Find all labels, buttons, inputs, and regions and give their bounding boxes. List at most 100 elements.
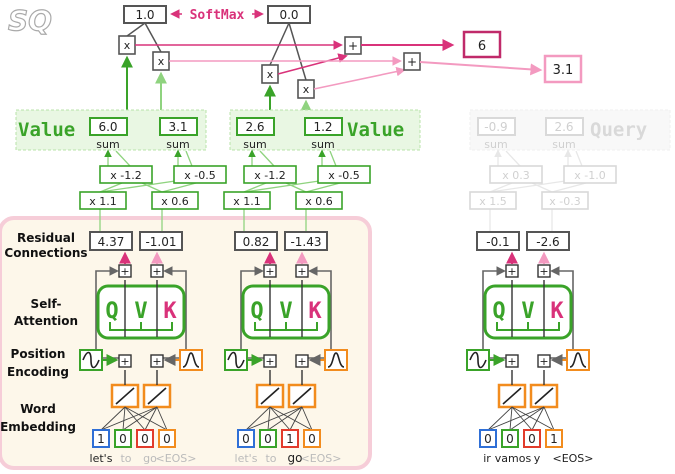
result-main-box	[462, 30, 502, 59]
svg-text:x: x	[158, 55, 165, 68]
input-word: to	[120, 452, 131, 465]
one-hot-value: 0	[506, 432, 514, 446]
residual-box	[89, 231, 133, 251]
add-node	[537, 354, 551, 368]
weight-box	[489, 165, 543, 184]
one-hot-box	[114, 429, 132, 448]
svg-text:+: +	[120, 265, 129, 278]
add-nodes: + + 6 3.1	[135, 30, 583, 90]
one-hot-value: 1	[550, 432, 558, 446]
svg-text:sum: sum	[552, 138, 575, 151]
svg-text:2.6: 2.6	[554, 120, 573, 134]
sum-label-1a: sum	[96, 138, 119, 151]
weight-box	[317, 165, 371, 184]
residual-value: -1.43	[290, 235, 321, 249]
add-node	[118, 354, 132, 368]
query-label: Query	[590, 119, 647, 141]
svg-text:+: +	[120, 355, 129, 368]
qvk-letter: Q	[250, 299, 263, 324]
softmax-output-2: 0.0	[279, 8, 298, 22]
one-hot-box	[259, 429, 277, 448]
residual-box	[526, 231, 570, 251]
svg-text:+: +	[507, 265, 516, 278]
svg-text:-0.9: -0.9	[484, 120, 507, 134]
qvk-letter: K	[163, 299, 177, 324]
one-hot-box	[523, 429, 541, 448]
weight-value: x 1.5	[479, 195, 507, 208]
qvk-letter: K	[308, 299, 322, 324]
weight-box	[173, 165, 227, 184]
weight-value: x -1.0	[574, 169, 605, 182]
svg-text:+: +	[265, 355, 274, 368]
qvk-letter: K	[550, 299, 564, 324]
svg-text:Encoding: Encoding	[7, 365, 69, 379]
svg-text:Word: Word	[20, 402, 56, 416]
weight-value: x 0.6	[161, 195, 189, 208]
one-hot-box	[479, 429, 497, 448]
weight-box	[563, 165, 617, 184]
svg-text:2.6: 2.6	[245, 120, 264, 134]
weight-value: x -0.5	[184, 169, 215, 182]
self-attention-box	[96, 284, 186, 340]
softmax-output-1: 1.0	[135, 8, 154, 22]
one-hot-box	[136, 429, 154, 448]
input-word: ir	[483, 452, 491, 465]
logo: SQ	[7, 3, 52, 37]
weight-value: x -0.3	[549, 195, 580, 208]
svg-text:+: +	[152, 265, 161, 278]
value-box-1b	[159, 117, 198, 136]
weight-value: x -1.2	[110, 169, 141, 182]
query-box-a	[477, 117, 516, 136]
svg-text:+: +	[297, 355, 306, 368]
input-word: <EOS>	[300, 452, 341, 465]
svg-text:x: x	[267, 68, 274, 81]
svg-text:+: +	[152, 355, 161, 368]
svg-text:3.1: 3.1	[168, 120, 187, 134]
add-node	[263, 264, 277, 278]
softmax-row: 1.0 0.0 SoftMax	[123, 5, 311, 24]
result-main: 6	[478, 39, 486, 54]
value-panel-1: Value 6.0 3.1 sum sum	[15, 109, 207, 151]
query-panel: -0.9 2.6 Query sum sum	[469, 109, 671, 151]
sum-label-2a: sum	[243, 138, 266, 151]
svg-text:Embedding: Embedding	[0, 420, 76, 434]
self-attention-box	[241, 284, 331, 340]
one-hot-value: 0	[484, 432, 492, 446]
svg-text:+: +	[539, 265, 548, 278]
svg-text:1.2: 1.2	[313, 120, 332, 134]
svg-text:+: +	[407, 55, 417, 69]
weight-box	[99, 165, 153, 184]
one-hot-value: 0	[119, 432, 127, 446]
weight-value: x 1.1	[233, 195, 261, 208]
one-hot-value: 0	[242, 432, 250, 446]
value-box-1a	[89, 117, 128, 136]
input-word: go	[143, 452, 157, 465]
svg-text:sum: sum	[484, 138, 507, 151]
value-box-2a	[236, 117, 275, 136]
residual-box	[476, 231, 520, 251]
add-node	[505, 264, 519, 278]
one-hot-value: 1	[286, 432, 294, 446]
one-hot-value: 0	[308, 432, 316, 446]
svg-text:Residual: Residual	[17, 231, 75, 245]
query-box-b	[545, 117, 584, 136]
sum-label-2b: sum	[311, 138, 334, 151]
weight-box	[79, 191, 127, 210]
result-secondary-box	[543, 54, 583, 84]
one-hot-box	[237, 429, 255, 448]
value-panel-2: 2.6 1.2 Value sum sum	[229, 109, 421, 151]
sum-label-1b: sum	[166, 138, 189, 151]
weight-value: x -0.5	[328, 169, 359, 182]
svg-text:x: x	[303, 83, 310, 96]
residual-box	[234, 231, 278, 251]
input-word: y	[534, 452, 541, 465]
